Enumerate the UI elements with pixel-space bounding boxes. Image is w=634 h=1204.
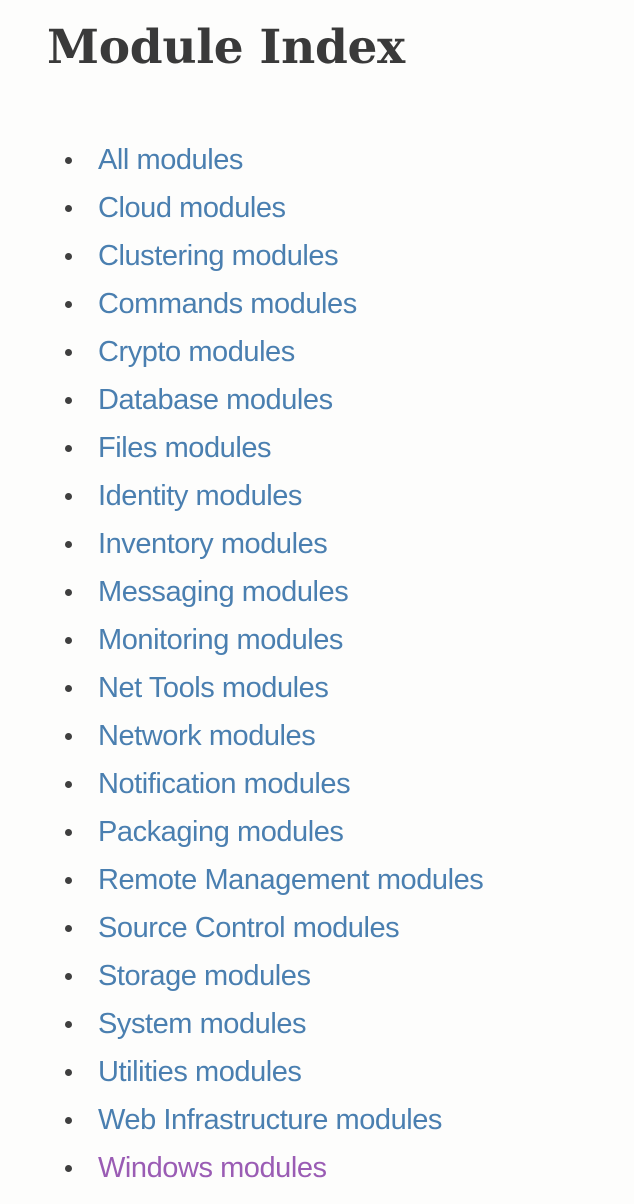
list-item: Cloud modules [0,184,634,232]
bullet-icon [65,1117,72,1124]
bullet-icon [65,781,72,788]
list-item: All modules [0,136,634,184]
module-index-link[interactable]: Crypto modules [98,336,295,368]
list-item: Notification modules [0,760,634,808]
module-index-link[interactable]: Database modules [98,384,333,416]
module-index-link[interactable]: Notification modules [98,768,351,800]
list-item: Storage modules [0,952,634,1000]
module-index-link[interactable]: Packaging modules [98,816,344,848]
bullet-icon [65,1021,72,1028]
bullet-icon [65,157,72,164]
list-item: Remote Management modules [0,856,634,904]
module-index-link[interactable]: Clustering modules [98,240,339,272]
bullet-icon [65,253,72,260]
bullet-icon [65,733,72,740]
list-item: Monitoring modules [0,616,634,664]
module-index-link[interactable]: All modules [98,144,243,176]
module-index-link[interactable]: Identity modules [98,480,302,512]
bullet-icon [65,925,72,932]
bullet-icon [65,397,72,404]
list-item: Net Tools modules [0,664,634,712]
bullet-icon [65,973,72,980]
list-item: System modules [0,1000,634,1048]
module-index-link[interactable]: Network modules [98,720,316,752]
list-item: Crypto modules [0,328,634,376]
list-item: Packaging modules [0,808,634,856]
bullet-icon [65,1165,72,1172]
list-item: Commands modules [0,280,634,328]
bullet-icon [65,445,72,452]
bullet-icon [65,685,72,692]
bullet-icon [65,829,72,836]
module-index-link[interactable]: Inventory modules [98,528,328,560]
module-index-link[interactable]: Files modules [98,432,272,464]
list-item: Identity modules [0,472,634,520]
list-item: Inventory modules [0,520,634,568]
module-index-link[interactable]: Utilities modules [98,1056,302,1088]
module-index-link[interactable]: Remote Management modules [98,864,484,896]
list-item: Database modules [0,376,634,424]
list-item: Web Infrastructure modules [0,1096,634,1144]
module-index-link[interactable]: Windows modules [98,1152,327,1184]
bullet-icon [65,349,72,356]
list-item: Messaging modules [0,568,634,616]
bullet-icon [65,877,72,884]
module-index-link[interactable]: Cloud modules [98,192,286,224]
bullet-icon [65,493,72,500]
bullet-icon [65,589,72,596]
module-index-link[interactable]: Storage modules [98,960,311,992]
module-index-link[interactable]: Web Infrastructure modules [98,1104,442,1136]
list-item: Windows modules [0,1144,634,1192]
module-index-link[interactable]: Source Control modules [98,912,400,944]
module-index-link[interactable]: Monitoring modules [98,624,343,656]
list-item: Utilities modules [0,1048,634,1096]
bullet-icon [65,1069,72,1076]
module-index-link[interactable]: System modules [98,1008,307,1040]
bullet-icon [65,541,72,548]
list-item: Source Control modules [0,904,634,952]
list-item: Clustering modules [0,232,634,280]
module-index-link[interactable]: Messaging modules [98,576,349,608]
list-item: Network modules [0,712,634,760]
bullet-icon [65,205,72,212]
bullet-icon [65,637,72,644]
module-index-link[interactable]: Net Tools modules [98,672,329,704]
list-item: Files modules [0,424,634,472]
module-index-link[interactable]: Commands modules [98,288,357,320]
page-title: Module Index [47,20,405,75]
bullet-icon [65,301,72,308]
